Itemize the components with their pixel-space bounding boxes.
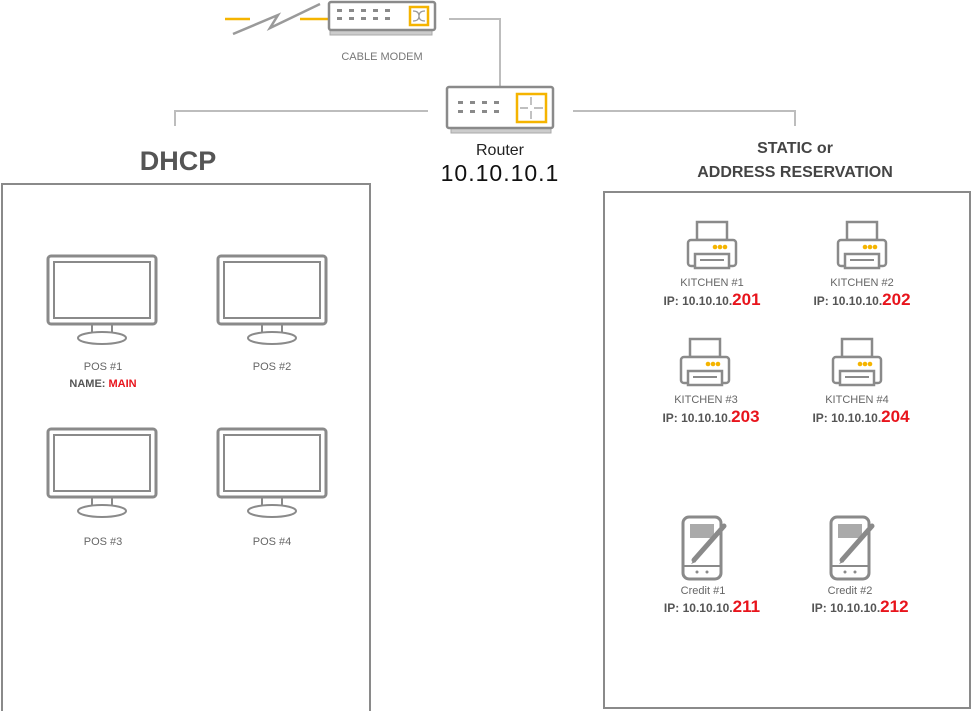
router-ip: 10.10.10.1 (440, 160, 560, 186)
kitchen-4-label: KITCHEN #4 (825, 394, 889, 406)
kitchen-1-printer-icon (685, 220, 739, 276)
pos-1-name-prefix: NAME: (69, 378, 109, 390)
kitchen-3-label: KITCHEN #3 (674, 394, 738, 406)
pos-4-monitor-icon (216, 427, 328, 519)
kitchen-4-printer-icon (830, 337, 884, 393)
ip-prefix: IP: 10.10.10. (813, 294, 883, 308)
ip-prefix: IP: 10.10.10. (811, 601, 881, 615)
pos-4-label: POS #4 (252, 536, 292, 548)
kitchen-2-ip: IP: 10.10.10.202 (813, 290, 910, 310)
kitchen-3-ip: IP: 10.10.10.203 (662, 407, 759, 427)
dhcp-group (1, 183, 371, 711)
router-label: Router (475, 142, 525, 159)
cable-modem-icon (327, 0, 437, 36)
credit-2-ip: IP: 10.10.10.212 (811, 597, 908, 617)
kitchen-2-printer-icon (835, 220, 889, 276)
router-static-drop (794, 110, 796, 126)
credit-1-ip: IP: 10.10.10.211 (664, 597, 760, 617)
pos-1-name-value: MAIN (108, 378, 137, 390)
dhcp-title: DHCP (139, 146, 217, 176)
pos-2-monitor-icon (216, 254, 328, 346)
modem-router-line-vertical (499, 18, 501, 87)
credit-1-label: Credit #1 (680, 585, 726, 597)
ip-suffix: 201 (732, 290, 761, 309)
ip-suffix: 204 (881, 407, 910, 426)
ip-suffix: 202 (882, 290, 911, 309)
modem-router-line (449, 18, 501, 20)
credit-2-label: Credit #2 (827, 585, 873, 597)
credit-1-terminal-icon (680, 514, 730, 582)
kitchen-4-ip: IP: 10.10.10.204 (812, 407, 909, 427)
kitchen-1-label: KITCHEN #1 (680, 277, 744, 289)
cable-modem-label: CABLE MODEM (341, 51, 423, 63)
router-static-line (573, 110, 796, 112)
ip-prefix: IP: 10.10.10. (663, 294, 733, 308)
ip-suffix: 203 (731, 407, 760, 426)
kitchen-1-ip: IP: 10.10.10.201 (663, 290, 760, 310)
pos-3-monitor-icon (46, 427, 158, 519)
router-dhcp-drop (174, 110, 176, 126)
ip-suffix: 212 (880, 597, 909, 616)
pos-2-label: POS #2 (252, 361, 292, 373)
pos-1-name: NAME: MAIN (69, 378, 136, 390)
kitchen-3-printer-icon (678, 337, 732, 393)
static-title-line2: ADDRESS RESERVATION (697, 164, 893, 181)
credit-2-terminal-icon (828, 514, 878, 582)
router-dhcp-line (175, 110, 428, 112)
router-icon (445, 85, 555, 134)
ip-prefix: IP: 10.10.10. (812, 411, 882, 425)
ip-suffix: 211 (732, 597, 761, 616)
kitchen-2-label: KITCHEN #2 (830, 277, 894, 289)
pos-1-label: POS #1 (83, 361, 123, 373)
ip-prefix: IP: 10.10.10. (663, 601, 733, 615)
pos-3-label: POS #3 (83, 536, 123, 548)
internet-lightning-icon (225, 2, 328, 36)
ip-prefix: IP: 10.10.10. (662, 411, 732, 425)
pos-1-monitor-icon (46, 254, 158, 346)
static-title-line1: STATIC or (757, 140, 833, 157)
static-group (603, 191, 971, 709)
